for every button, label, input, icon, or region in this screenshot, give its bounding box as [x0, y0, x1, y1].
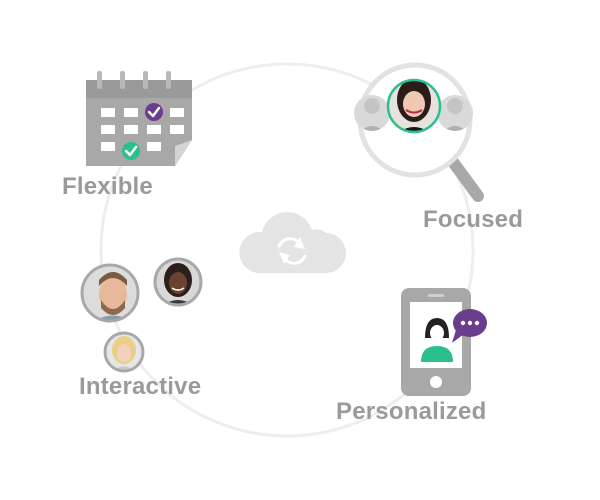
smartphone-chat-icon: [401, 288, 487, 396]
magnifier-icon: [354, 62, 484, 202]
face-photo: [354, 95, 390, 131]
label-flexible: Flexible: [62, 173, 153, 200]
face-photo: [388, 80, 440, 132]
label-personalized: Personalized: [336, 398, 487, 425]
avatar-blonde: [103, 331, 145, 373]
people-avatars: [80, 257, 203, 373]
calendar-icon: [86, 71, 192, 166]
label-focused: Focused: [423, 206, 524, 233]
label-interactive: Interactive: [79, 373, 202, 400]
avatar-woman: [153, 257, 203, 307]
user-icon: [421, 318, 453, 362]
check-circle-icon: [145, 103, 163, 121]
cycle-ring: [99, 62, 475, 438]
chat-bubble-icon: [452, 309, 487, 343]
avatar-man: [80, 263, 140, 323]
face-photo: [437, 95, 473, 131]
cloud-sync-icon: [239, 212, 346, 273]
check-circle-icon: [122, 142, 140, 160]
